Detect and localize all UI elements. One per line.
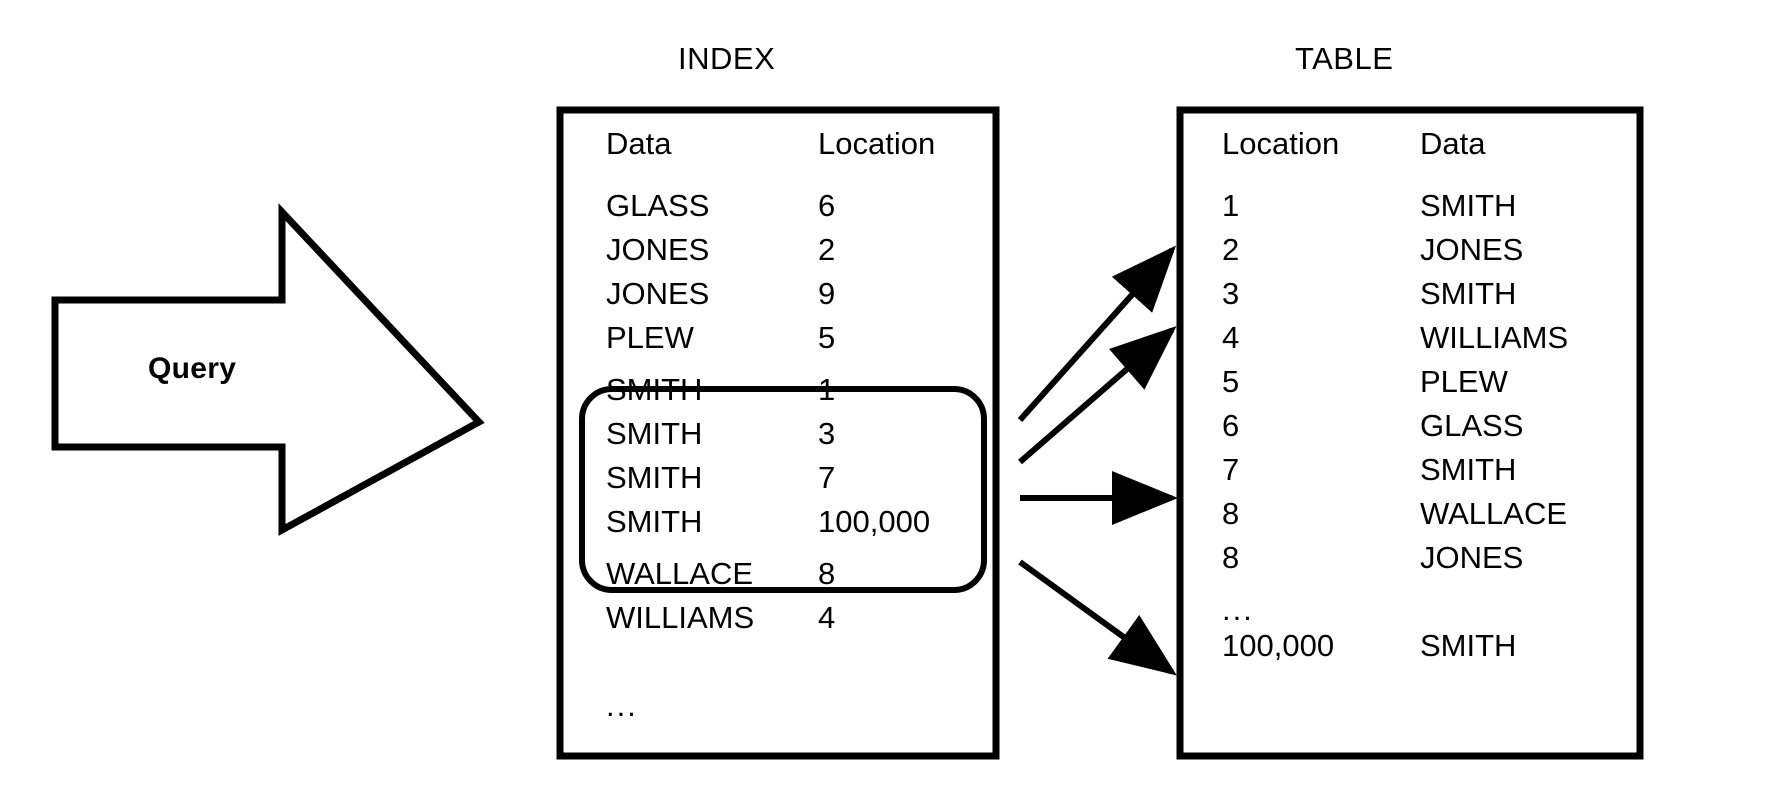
index-cell-location: 9 [818,276,836,311]
index-cell-data: ... [606,688,638,723]
index-cell-data: WILLIAMS [606,600,755,635]
index-cell-location: 7 [818,460,836,495]
index-cell-data: JONES [606,276,710,311]
index-cell-location: 3 [818,416,836,451]
table-cell-location: 1 [1222,188,1240,223]
connector-arrow-smith-1 [1017,245,1176,422]
table-cell-data: JONES [1420,540,1524,575]
index-cell-location: 1 [818,372,836,407]
index-cell-location: 2 [818,232,836,267]
table-cell-data: SMITH [1420,452,1517,487]
table-cell-data: WALLACE [1420,496,1568,531]
table-cell-location: 8 [1222,496,1240,531]
index-column-header-data: Data [606,126,672,161]
index-cell-data: JONES [606,232,710,267]
table-cell-location: ... [1222,592,1254,627]
index-panel-title: INDEX [678,41,776,76]
index-cell-data: PLEW [606,320,694,355]
table-cell-data: SMITH [1420,276,1517,311]
index-cell-data: SMITH [606,504,703,539]
table-column-header-location: Location [1222,126,1340,161]
index-cell-data: SMITH [606,460,703,495]
connector-arrow-smith-3 [1018,326,1177,465]
table-cell-data: SMITH [1420,628,1517,663]
index-cell-location: 100,000 [818,504,931,539]
table-cell-data: GLASS [1420,408,1524,443]
table-cell-data: WILLIAMS [1420,320,1569,355]
table-cell-location: 6 [1222,408,1240,443]
table-cell-location: 7 [1222,452,1240,487]
query-label: Query [148,352,237,385]
index-cell-location: 8 [818,556,836,591]
index-cell-location: 6 [818,188,836,223]
index-cell-data: SMITH [606,372,703,407]
table-cell-location: 100,000 [1222,628,1335,663]
index-cell-location: 4 [818,600,836,635]
table-cell-location: 8 [1222,540,1240,575]
index-column-header-location: Location [818,126,936,161]
table-cell-location: 5 [1222,364,1240,399]
table-cell-location: 2 [1222,232,1240,267]
table-cell-location: 4 [1222,320,1240,355]
table-cell-data: PLEW [1420,364,1508,399]
connector-arrow-smith-100000 [1018,559,1177,676]
table-cell-location: 3 [1222,276,1240,311]
query-arrow-shape [51,203,485,536]
index-cell-data: WALLACE [606,556,754,591]
table-cell-data: SMITH [1420,188,1517,223]
table-column-header-data: Data [1420,126,1486,161]
table-cell-data: JONES [1420,232,1524,267]
table-panel-title: TABLE [1295,41,1394,76]
index-cell-location: 5 [818,320,836,355]
index-cell-data: GLASS [606,188,710,223]
index-cell-data: SMITH [606,416,703,451]
